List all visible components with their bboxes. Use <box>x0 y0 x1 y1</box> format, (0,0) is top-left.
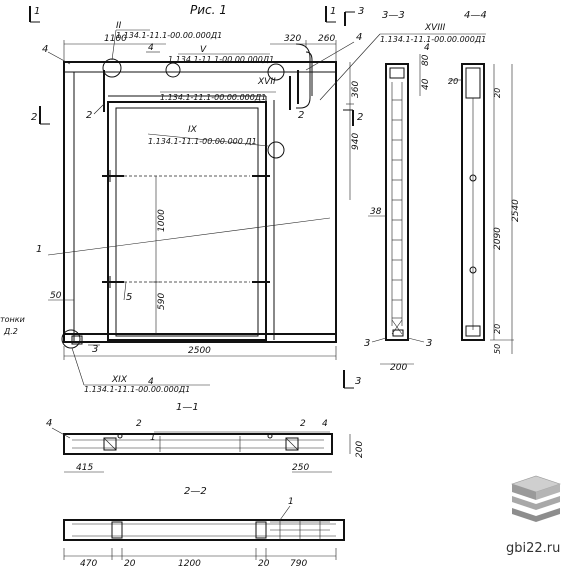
svg-text:2—2: 2—2 <box>184 486 207 497</box>
section-2-2-view: 2—2 1 470 20 1200 20 790 <box>63 486 345 569</box>
svg-text:260: 260 <box>318 34 335 44</box>
svg-text:2540: 2540 <box>511 199 521 222</box>
callout-ii-ref: 1.134.1-11.1-00.00.000Д1 <box>116 31 222 40</box>
section-4-4-view: 4—4 20 20 2090 2540 20 50 <box>448 10 521 354</box>
section-cut-3-bottom: 3 <box>343 370 361 389</box>
svg-text:5: 5 <box>126 292 132 303</box>
svg-text:3: 3 <box>355 376 361 387</box>
svg-text:1: 1 <box>150 433 156 443</box>
callout-circle-ix <box>267 141 285 159</box>
position-leaders-main: 4 2 2 4 5 1 3 тонки Д.2 <box>0 32 362 355</box>
figure-title: Рис. 1 <box>190 3 227 17</box>
callout-ix-ref: 1.134.1-11.1-00.00.000 Д1 <box>148 137 257 146</box>
svg-text:4: 4 <box>148 377 154 387</box>
section-cut-1-top-right: 1 <box>325 6 336 23</box>
svg-text:3—3: 3—3 <box>382 10 405 21</box>
svg-text:3: 3 <box>364 338 370 349</box>
svg-text:1: 1 <box>330 6 336 17</box>
callout-v-ref: 1.134.1-11.1-00.00.000Д1 <box>168 55 274 64</box>
section-3-3-view: 3—3 38 200 80 40 3 3 <box>364 10 432 373</box>
svg-text:1100: 1100 <box>104 34 127 44</box>
partial-note-line2: Д.2 <box>3 327 18 336</box>
svg-text:2500: 2500 <box>188 346 211 356</box>
svg-text:40: 40 <box>421 78 431 90</box>
svg-text:200: 200 <box>390 363 407 373</box>
section-cut-1-top-left: 1 <box>29 6 40 23</box>
svg-text:4—4: 4—4 <box>464 10 487 21</box>
svg-text:20: 20 <box>493 324 502 334</box>
svg-text:1200: 1200 <box>178 559 201 569</box>
svg-text:2: 2 <box>300 419 306 429</box>
svg-text:2: 2 <box>357 112 363 123</box>
svg-text:4: 4 <box>46 418 52 429</box>
section-cut-3-top: 3 <box>344 6 364 26</box>
svg-text:4: 4 <box>424 43 430 53</box>
callout-circle-v <box>165 62 181 78</box>
main-elevation <box>47 43 337 349</box>
svg-text:590: 590 <box>157 293 167 310</box>
svg-text:20: 20 <box>448 77 458 86</box>
svg-text:4: 4 <box>356 32 362 43</box>
main-dimensions: 1100 320 260 4 360 940 1000 590 50 2500 <box>48 34 361 360</box>
svg-text:790: 790 <box>290 559 307 569</box>
partial-note-line1: тонки <box>0 315 25 324</box>
callout-circle-xvii <box>267 63 285 81</box>
svg-text:20: 20 <box>124 559 136 569</box>
svg-text:200: 200 <box>355 441 365 458</box>
svg-text:2: 2 <box>136 419 142 429</box>
svg-text:4: 4 <box>148 43 154 53</box>
svg-text:20: 20 <box>493 88 502 98</box>
svg-text:2: 2 <box>31 112 37 123</box>
svg-text:1—1: 1—1 <box>176 402 199 413</box>
svg-text:3: 3 <box>426 338 432 349</box>
callout-circle-xix <box>61 329 81 349</box>
callout-xvii-roman: XVII <box>257 77 276 87</box>
svg-text:2090: 2090 <box>493 227 503 250</box>
svg-text:3: 3 <box>92 344 98 355</box>
svg-text:360: 360 <box>351 81 361 98</box>
callout-xix-ref: 1.134.1-11.1-00.00.000Д1 <box>84 385 190 394</box>
svg-text:50: 50 <box>50 291 62 301</box>
callout-xvii-ref: 1.134.1-11.1-00.00.000Д1 <box>160 93 266 102</box>
rebar-ladder-rungs <box>392 99 402 319</box>
callout-v-roman: V <box>200 45 207 55</box>
svg-text:250: 250 <box>292 463 309 473</box>
svg-text:1: 1 <box>34 6 40 17</box>
svg-text:1: 1 <box>36 244 42 255</box>
svg-text:415: 415 <box>76 463 93 473</box>
section-1-1-view: 1—1 4 2 1 2 4 415 250 200 <box>46 402 365 473</box>
svg-text:2: 2 <box>298 110 304 121</box>
callout-ix-roman: IX <box>188 125 198 135</box>
svg-text:20: 20 <box>258 559 270 569</box>
stacked-slabs-icon <box>511 475 561 522</box>
callout-xviii-ref: 1.134.1-11.1-00.00.000Д1 <box>380 35 486 44</box>
watermark-text: gbi22.ru <box>506 541 560 556</box>
section-cut-2-right: 2 <box>343 109 363 126</box>
watermark: gbi22.ru <box>506 475 561 556</box>
svg-text:38: 38 <box>370 207 382 217</box>
svg-text:470: 470 <box>80 559 97 569</box>
svg-text:80: 80 <box>421 54 431 66</box>
callout-labels: II 1.134.1-11.1-00.00.000Д1 V 1.134.1-11… <box>71 21 486 394</box>
svg-text:1000: 1000 <box>157 209 167 232</box>
svg-text:1: 1 <box>288 497 294 507</box>
svg-text:320: 320 <box>284 34 301 44</box>
callout-xviii-roman: XVIII <box>424 23 446 33</box>
section-cut-2-left: 2 <box>31 106 50 125</box>
svg-text:4: 4 <box>322 419 328 429</box>
svg-text:4: 4 <box>42 44 48 55</box>
svg-text:940: 940 <box>351 133 361 150</box>
svg-text:3: 3 <box>358 6 364 17</box>
callout-xix-roman: XIX <box>111 375 128 385</box>
svg-text:2: 2 <box>86 110 92 121</box>
callout-ii-roman: II <box>116 21 122 31</box>
svg-text:50: 50 <box>493 344 502 354</box>
